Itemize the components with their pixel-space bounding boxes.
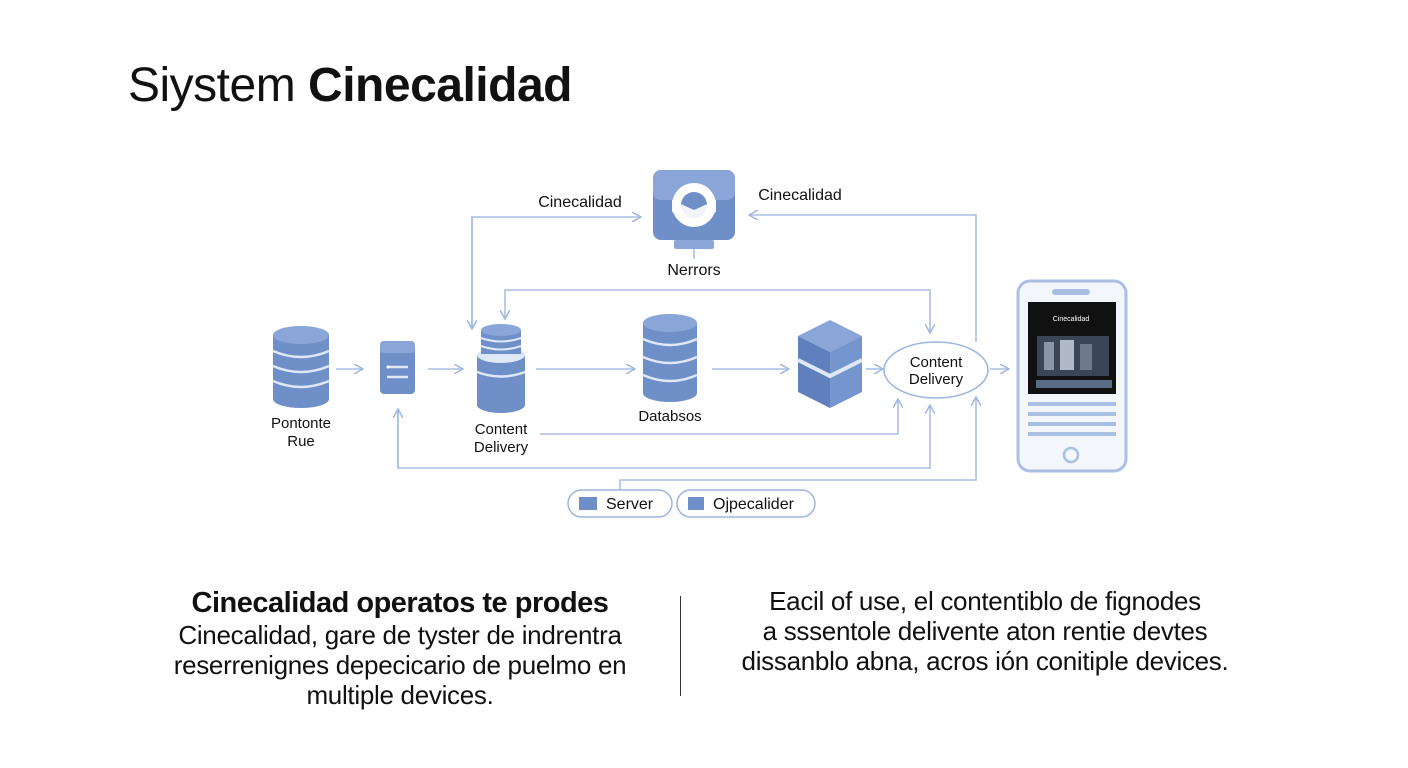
database-icon-source: [272, 326, 330, 408]
left-heading: Cinecalidad operatos te prodes: [191, 587, 609, 619]
database-icon-central: [642, 314, 698, 402]
ellipse-label-1: Content: [910, 354, 963, 371]
ellipse-label-2: Delivery: [909, 371, 964, 388]
left-text-block: Cinecalidad operatos te prodes Cinecalid…: [150, 586, 650, 710]
system-diagram: Pontonte Rue Content Delivery Databsos: [271, 170, 1128, 518]
node-source-label-1: Pontonte: [271, 415, 331, 432]
title-light: Siystem: [128, 59, 296, 112]
monitor-icon: [653, 170, 735, 249]
content-delivery-ellipse: [883, 341, 989, 399]
node-source-label-2: Rue: [287, 433, 315, 450]
node-database-label: Databsos: [638, 408, 701, 425]
node-cdn-label-1: Content: [475, 421, 528, 438]
top-label-right: Cinecalidad: [758, 187, 842, 204]
right-line-2: a sssentole delivente aton rentie devtes: [762, 616, 1208, 646]
legend-other-label: Ojpecalider: [713, 496, 795, 513]
phone-screen-title: Cinecalidad: [1053, 316, 1090, 323]
server-swatch-icon: [579, 497, 597, 510]
arrow-legend-link: [619, 398, 976, 490]
arrow-cdn-bottom: [540, 400, 898, 435]
monitor-label: Nerrors: [667, 262, 720, 279]
connector-lines: [336, 215, 1008, 490]
legend-server-label: Server: [606, 496, 654, 513]
arrow-top-right-loop: [750, 215, 977, 342]
other-swatch-icon: [688, 497, 704, 510]
phone-icon: [1016, 279, 1128, 473]
right-text-block: Eacil of use, el contentiblo de fignodes…: [700, 586, 1270, 676]
legend-server: [567, 489, 673, 518]
title-bold: Cinecalidad: [308, 59, 572, 112]
left-line-3: multiple devices.: [306, 680, 494, 710]
storage-cube-icon: [797, 320, 863, 408]
left-line-1: Cinecalidad, gare de tyster de indrentra: [178, 620, 622, 650]
page-title: Siystem Cinecalidad: [128, 58, 572, 113]
content-delivery-icon: [476, 324, 526, 413]
server-icon: [380, 341, 415, 394]
arrow-mid-loop-right: [694, 289, 930, 332]
vertical-divider: [680, 596, 681, 696]
left-line-2: reserrenignes depecicario de puelmo en: [173, 650, 627, 680]
legend-other: [676, 489, 816, 518]
right-line-1: Eacil of use, el contentiblo de fignodes: [769, 586, 1201, 616]
top-label-left: Cinecalidad: [538, 194, 622, 211]
arrow-top-left-loop: [471, 217, 640, 328]
arrow-mid-loop-left: [505, 289, 694, 318]
right-line-3: dissanblo abna, acros ión conitiple devi…: [741, 646, 1229, 676]
node-cdn-label-2: Delivery: [474, 439, 529, 456]
